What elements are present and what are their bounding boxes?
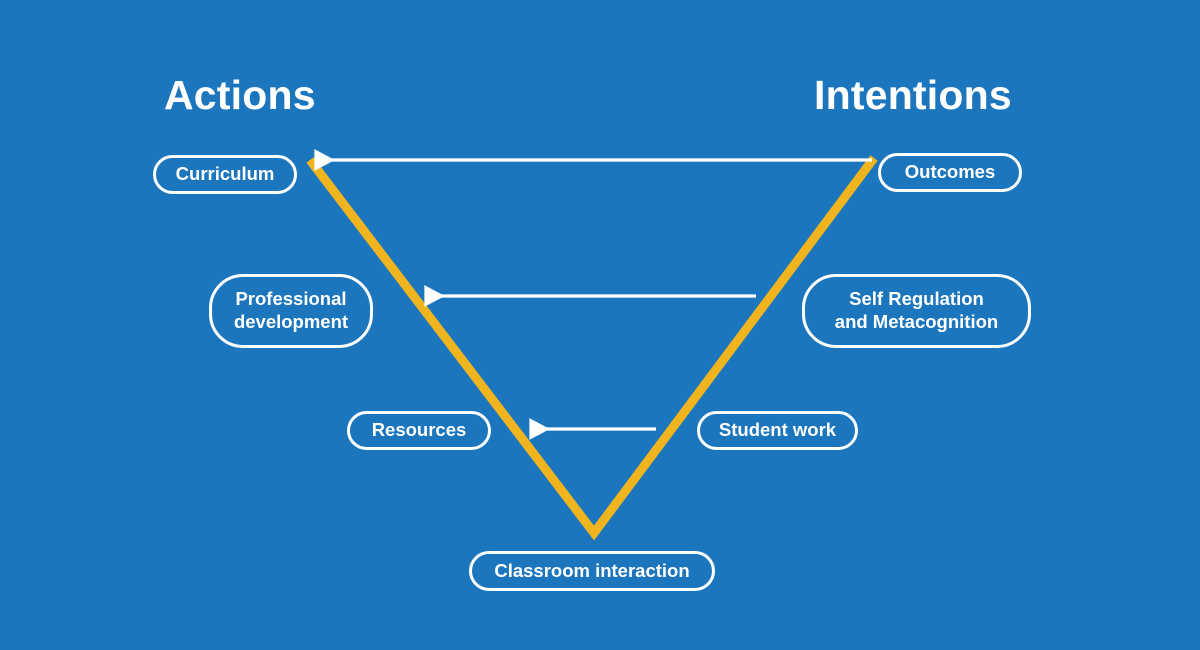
node-self-regulation-line-1: Self Regulation [849, 288, 984, 310]
node-professional-development-line-2: development [233, 311, 349, 332]
node-professional-development-line-1: Professional [235, 288, 347, 310]
node-classroom-interaction-label: Classroom interaction [494, 559, 690, 581]
node-outcomes[interactable]: Outcomes [878, 153, 1022, 192]
node-student-work-label: Student work [718, 419, 837, 441]
node-self-regulation-and-metacognition[interactable]: Self Regulation and Metacognition [802, 274, 1031, 348]
yellow-v-line [306, 155, 878, 541]
heading-actions: Actions [164, 72, 316, 118]
node-curriculum[interactable]: Curriculum [153, 155, 297, 194]
heading-intentions: Intentions [814, 72, 1012, 118]
node-student-work[interactable]: Student work [697, 411, 858, 450]
node-self-regulation-line-2: and Metacognition [834, 311, 999, 332]
node-professional-development[interactable]: Professional development [209, 274, 373, 348]
node-classroom-interaction[interactable]: Classroom interaction [469, 551, 715, 591]
node-professional-development-label: Professional development [234, 288, 348, 333]
node-resources[interactable]: Resources [347, 411, 491, 450]
node-curriculum-label: Curriculum [175, 163, 275, 185]
node-self-regulation-and-metacognition-label: Self Regulation and Metacognition [835, 288, 998, 333]
node-outcomes-label: Outcomes [904, 161, 996, 183]
node-resources-label: Resources [371, 419, 467, 441]
